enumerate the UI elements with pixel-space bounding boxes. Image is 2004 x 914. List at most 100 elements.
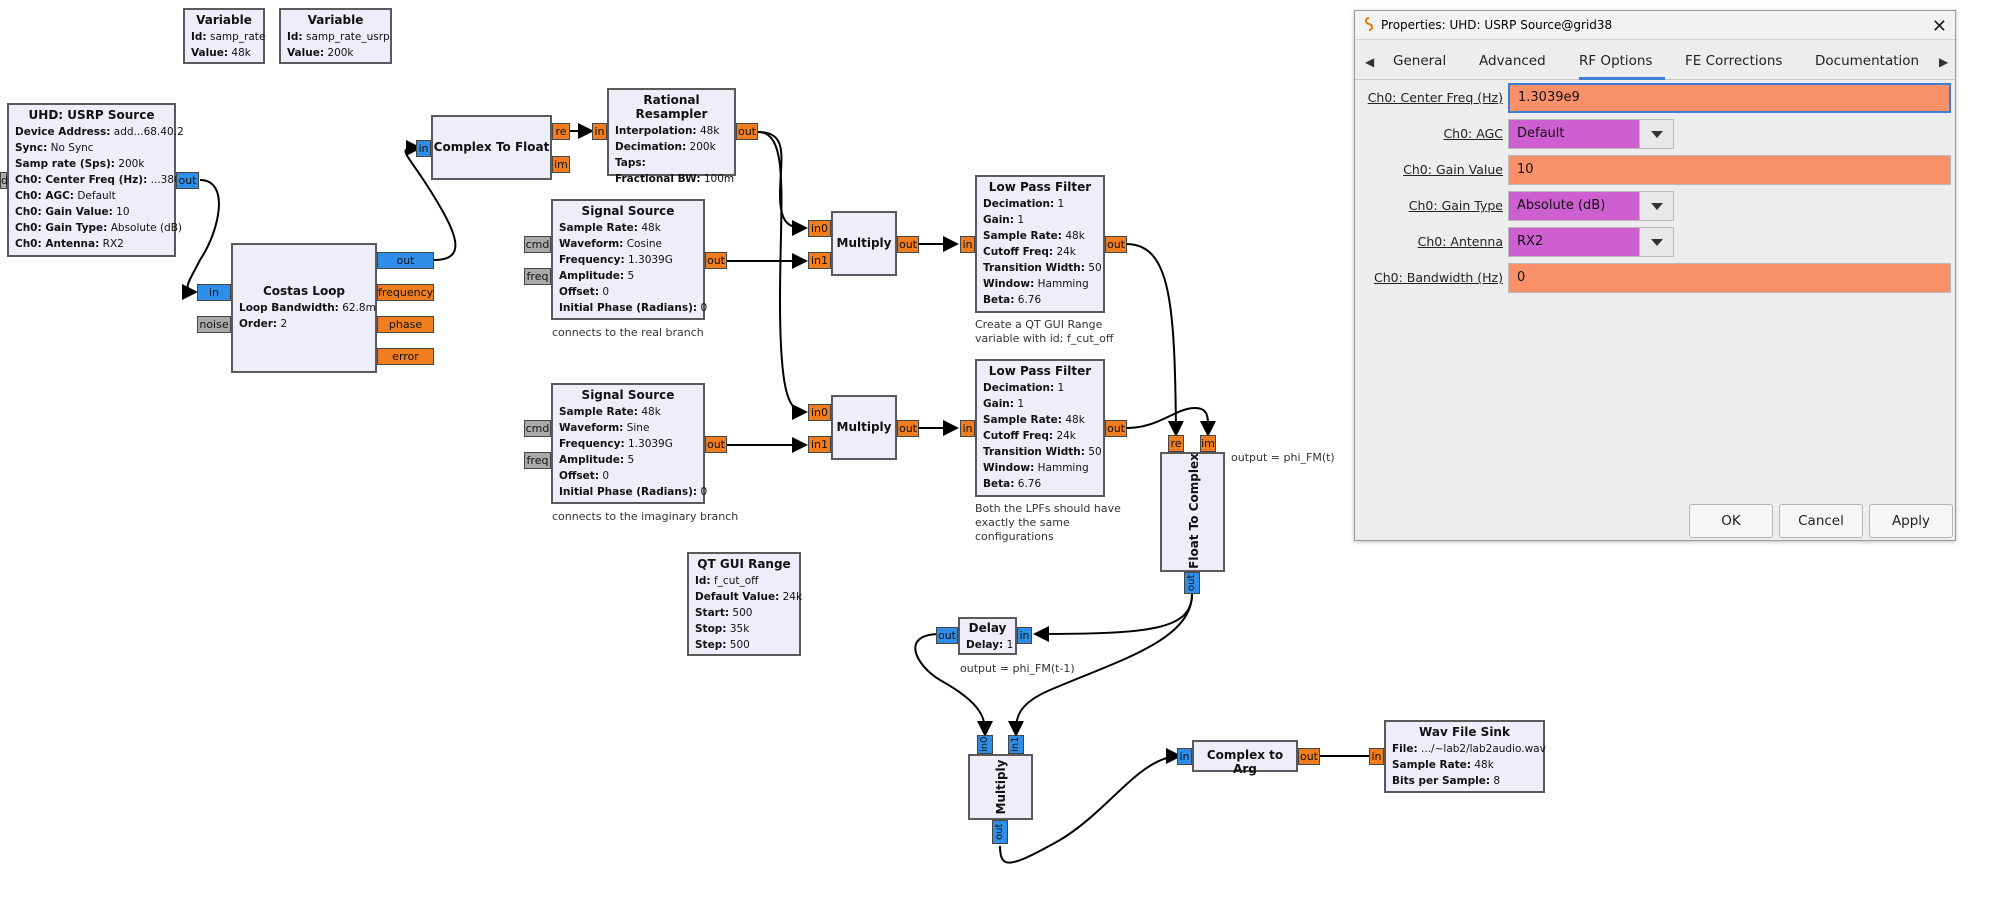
note-real-branch: connects to the real branch: [552, 326, 704, 339]
gain-value-input[interactable]: 10: [1508, 155, 1951, 185]
ok-button[interactable]: OK: [1689, 504, 1773, 538]
tab-general[interactable]: General: [1393, 53, 1447, 69]
block-multiply-1[interactable]: Multiply: [831, 211, 897, 276]
block-multiply-2[interactable]: Multiply: [831, 395, 897, 460]
bandwidth-input[interactable]: 0: [1508, 263, 1951, 293]
block-complex-to-float[interactable]: Complex To Float: [431, 115, 552, 180]
port-im[interactable]: im: [552, 156, 570, 173]
note-phi-delayed: output = phi_FM(t-1): [960, 662, 1075, 675]
block-wav-file-sink[interactable]: Wav File Sink File: .../~lab2/lab2audio.…: [1384, 720, 1546, 793]
port-in0[interactable]: in0: [808, 404, 831, 421]
port-out[interactable]: out: [992, 820, 1008, 844]
field-agc: Ch0: AGC Default: [1355, 117, 1955, 149]
wire-delay-mul3: [914, 633, 993, 737]
port-in[interactable]: in: [960, 420, 975, 437]
port-error[interactable]: error: [377, 348, 434, 365]
block-uhd-usrp-source[interactable]: UHD: USRP Source Device Address: add...6…: [7, 103, 184, 257]
port-in[interactable]: in: [960, 236, 975, 253]
port-im[interactable]: im: [1200, 435, 1216, 452]
port-out[interactable]: out: [1105, 420, 1127, 437]
port-in[interactable]: in: [197, 284, 231, 301]
block-signal-source-cosine[interactable]: Signal Source Sample Rate: 48k Waveform:…: [551, 199, 707, 320]
gain-type-select[interactable]: Absolute (dB): [1508, 191, 1674, 221]
port-in0[interactable]: in0: [808, 220, 831, 237]
block-multiply-3[interactable]: Multiply: [968, 754, 1033, 820]
port-in[interactable]: in: [1177, 748, 1192, 765]
cancel-button[interactable]: Cancel: [1779, 504, 1863, 538]
tab-rf-options[interactable]: RF Options: [1579, 53, 1665, 80]
tab-advanced[interactable]: Advanced: [1479, 53, 1546, 69]
dialog-titlebar[interactable]: Properties: UHD: USRP Source@grid38 ✕: [1355, 11, 1955, 40]
port-out[interactable]: out: [1184, 572, 1200, 594]
block-variable-samp-rate-usrp[interactable]: Variable Id: samp_rate_usrp Value: 200k: [279, 8, 392, 64]
close-icon[interactable]: ✕: [1931, 16, 1947, 37]
properties-dialog[interactable]: Properties: UHD: USRP Source@grid38 ✕ ◀ …: [1354, 10, 1956, 541]
port-re[interactable]: re: [552, 123, 570, 140]
block-variable-samp-rate[interactable]: Variable Id: samp_rate Value: 48k: [183, 8, 265, 64]
port-out[interactable]: out: [176, 172, 199, 189]
field-gain-type: Ch0: Gain Type Absolute (dB): [1355, 189, 1955, 221]
port-in0[interactable]: in0: [977, 735, 993, 754]
port-out[interactable]: out: [377, 252, 434, 269]
port-out[interactable]: out: [705, 252, 727, 269]
port-phase[interactable]: phase: [377, 316, 434, 333]
apply-button[interactable]: Apply: [1869, 504, 1953, 538]
block-delay[interactable]: Delay Delay: 1: [958, 617, 1017, 655]
port-out[interactable]: out: [897, 420, 919, 437]
wire-resampler-mul1: [757, 131, 808, 236]
tab-scroll-right-icon[interactable]: ▶: [1939, 55, 1949, 69]
port-out[interactable]: out: [897, 236, 919, 253]
port-in[interactable]: in: [416, 140, 431, 157]
port-in[interactable]: in: [1369, 748, 1384, 765]
gnuradio-logo-icon: [1365, 17, 1373, 31]
field-label: Ch0: Antenna: [1417, 234, 1503, 249]
port-d[interactable]: d: [0, 172, 8, 189]
port-noise[interactable]: noise: [197, 316, 231, 333]
port-in1[interactable]: in1: [808, 252, 831, 269]
block-signal-source-sine[interactable]: Signal Source Sample Rate: 48k Waveform:…: [551, 383, 707, 504]
chevron-down-icon[interactable]: [1639, 120, 1673, 148]
port-cmd[interactable]: cmd: [524, 236, 551, 253]
port-out[interactable]: out: [736, 123, 758, 140]
dialog-tabs: ◀ General Advanced RF Options FE Correct…: [1355, 47, 1955, 80]
port-in[interactable]: in: [1017, 627, 1032, 644]
tab-fe-corrections[interactable]: FE Corrections: [1685, 53, 1783, 69]
port-freq[interactable]: freq: [524, 452, 551, 469]
agc-select[interactable]: Default: [1508, 119, 1674, 149]
port-frequency[interactable]: frequency: [377, 284, 434, 301]
field-label: Ch0: AGC: [1443, 126, 1503, 141]
port-out[interactable]: out: [1298, 748, 1320, 765]
port-out[interactable]: out: [705, 436, 727, 453]
port-freq[interactable]: freq: [524, 268, 551, 285]
center-freq-input[interactable]: 1.3039e9: [1508, 83, 1951, 113]
port-in1[interactable]: in1: [1008, 735, 1024, 754]
block-float-to-complex[interactable]: Float To Complex: [1160, 452, 1225, 572]
port-cmd[interactable]: cmd: [524, 420, 551, 437]
port-re[interactable]: re: [1168, 435, 1184, 452]
wire-mul3-c2arg: [999, 748, 1182, 864]
chevron-down-icon[interactable]: [1639, 192, 1673, 220]
block-costas-loop[interactable]: Costas Loop Loop Bandwidth: 62.8m Order:…: [231, 243, 377, 373]
port-in[interactable]: in: [592, 123, 607, 140]
block-rational-resampler[interactable]: Rational Resampler Interpolation: 48k De…: [607, 88, 736, 185]
antenna-select[interactable]: RX2: [1508, 227, 1674, 257]
block-complex-to-arg[interactable]: Complex to Arg: [1192, 740, 1298, 776]
field-label: Ch0: Center Freq (Hz): [1367, 90, 1503, 105]
tab-documentation[interactable]: Documentation: [1815, 53, 1920, 69]
block-title: Variable: [307, 13, 364, 27]
tab-scroll-left-icon[interactable]: ◀: [1365, 55, 1375, 69]
block-qt-gui-range[interactable]: QT GUI Range Id: f_cut_off Default Value…: [687, 552, 802, 656]
chevron-down-icon[interactable]: [1639, 228, 1673, 256]
port-out[interactable]: out: [936, 627, 958, 644]
field-bandwidth: Ch0: Bandwidth (Hz) 0: [1355, 261, 1955, 293]
field-label: Ch0: Gain Value: [1403, 162, 1503, 177]
port-in1[interactable]: in1: [808, 436, 831, 453]
block-low-pass-filter-2[interactable]: Low Pass Filter Decimation: 1 Gain: 1 Sa…: [975, 359, 1105, 497]
field-gain-value: Ch0: Gain Value 10: [1355, 153, 1955, 185]
block-title: Variable: [196, 13, 252, 27]
port-out[interactable]: out: [1105, 236, 1127, 253]
block-low-pass-filter-1[interactable]: Low Pass Filter Decimation: 1 Gain: 1 Sa…: [975, 175, 1105, 313]
field-antenna: Ch0: Antenna RX2: [1355, 225, 1955, 257]
